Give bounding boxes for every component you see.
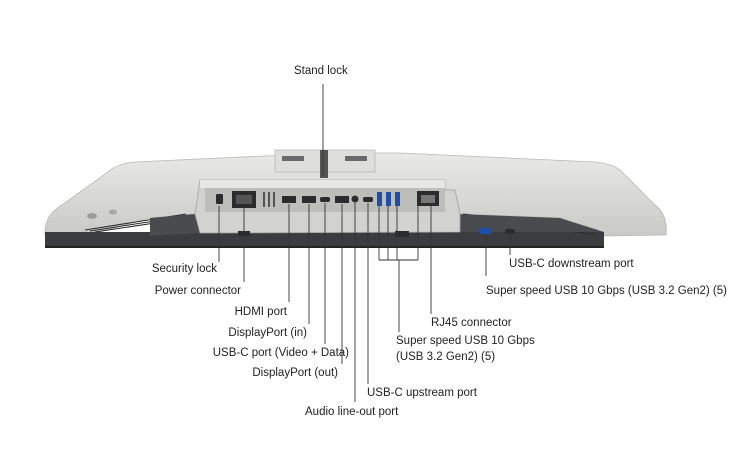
label-audio-lineout: Audio line-out port	[305, 406, 399, 418]
usbc-video-shape	[320, 197, 330, 202]
usb-a-ports	[377, 192, 400, 206]
label-usb-superspeed-rear-1: Super speed USB 10 Gbps	[396, 335, 535, 347]
monitor-back-body	[44, 152, 667, 237]
label-usbc-upstream: USB-C upstream port	[367, 387, 477, 399]
label-displayport-out: DisplayPort (out)	[252, 367, 338, 379]
displayport-in-shape	[302, 196, 316, 203]
label-displayport-in: DisplayPort (in)	[228, 327, 307, 339]
label-power-connector: Power connector	[154, 285, 241, 297]
audio-jack-shape	[351, 195, 359, 203]
monitor-bottom-edge	[45, 232, 604, 246]
usbc-upstream-shape	[363, 197, 373, 202]
displayport-out-shape	[335, 196, 349, 203]
side-usb-a-shape	[480, 228, 491, 234]
security-lock-slot	[216, 194, 223, 204]
label-rj45: RJ45 connector	[431, 317, 512, 329]
side-usb-c-shape	[505, 229, 515, 234]
label-security-lock: Security lock	[151, 263, 217, 275]
label-stand-lock: Stand lock	[294, 65, 348, 77]
label-usb-superspeed-side: Super speed USB 10 Gbps (USB 3.2 Gen2) (…	[486, 285, 727, 297]
label-usb-superspeed-rear-2: (USB 3.2 Gen2) (5)	[396, 351, 496, 363]
leader-lines	[218, 84, 511, 402]
label-hdmi-port: HDMI port	[234, 306, 287, 318]
label-usbc-downstream: USB-C downstream port	[509, 258, 634, 270]
hdmi-port-shape	[282, 196, 296, 203]
label-usbc-video-data: USB-C port (Video + Data)	[212, 347, 349, 359]
